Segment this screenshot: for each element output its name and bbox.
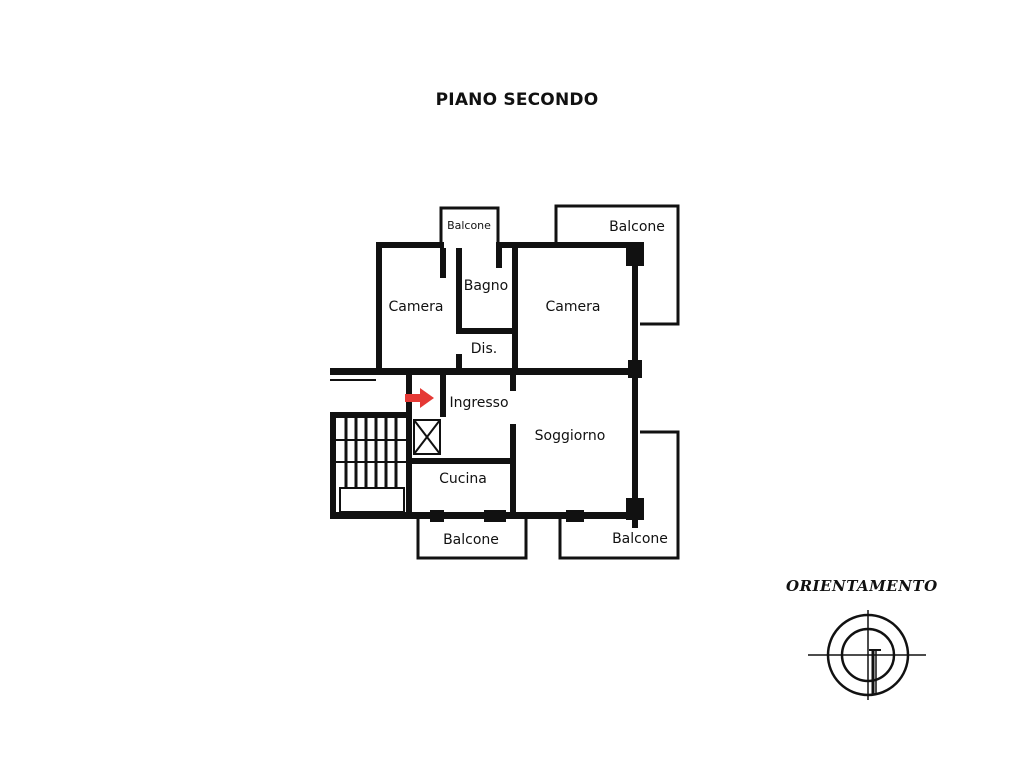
room-label-camera-left: Camera: [389, 299, 444, 315]
room-label-cucina: Cucina: [439, 471, 487, 487]
room-label-camera-right: Camera: [546, 299, 601, 315]
room-label-disimpegno: Dis.: [471, 341, 497, 357]
room-label-bagno: Bagno: [464, 278, 509, 294]
orientation-label: ORIENTAMENTO: [786, 577, 938, 595]
balcony-outlines: [416, 204, 680, 560]
balcony-label-bottom-left: Balcone: [443, 532, 499, 548]
balcony-label-top-right: Balcone: [609, 219, 665, 235]
balcony-label-top-small: Balcone: [447, 219, 491, 232]
arrow-right-icon: [405, 388, 434, 408]
stairs: [336, 418, 406, 513]
room-label-ingresso: Ingresso: [449, 395, 508, 411]
plan-title: PIANO SECONDO: [435, 90, 599, 110]
balcony-label-bottom-right: Balcone: [612, 531, 668, 547]
compass-rose-icon: [808, 610, 926, 700]
building-spine: [330, 370, 376, 381]
lift-shaft: [413, 419, 441, 455]
windows: [382, 245, 637, 517]
room-label-soggiorno: Soggiorno: [535, 428, 606, 444]
